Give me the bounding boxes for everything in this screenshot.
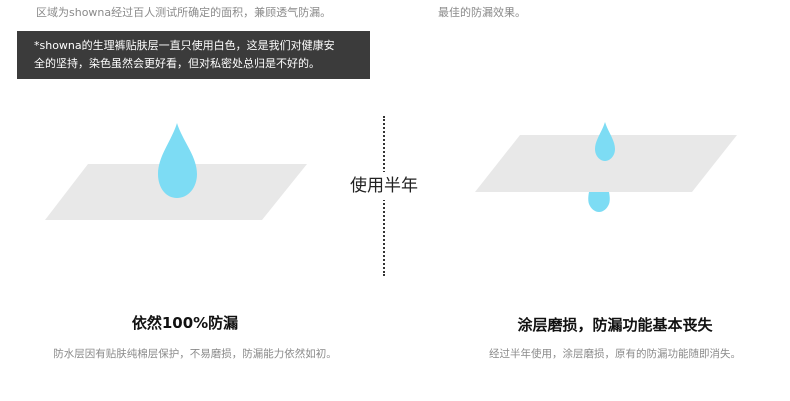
water-drop-leaking-right bbox=[588, 192, 610, 212]
intro-text-right: 最佳的防漏效果。 bbox=[438, 6, 526, 19]
left-panel-description: 防水层因有贴肤纯棉层保护，不易磨损，防漏能力依然如初。 bbox=[53, 348, 337, 360]
fabric-sheet-right bbox=[475, 135, 737, 192]
illustration-intact-layer bbox=[45, 123, 307, 220]
right-panel-description: 经过半年使用，涂层磨损，原有的防漏功能随即消失。 bbox=[489, 348, 741, 360]
illustration-worn-layer bbox=[475, 122, 737, 212]
divider-label: 使用半年 bbox=[342, 172, 426, 200]
right-panel-title: 涂层磨损，防漏功能基本丧失 bbox=[517, 316, 713, 334]
water-drop-top-right bbox=[595, 122, 615, 161]
intro-text-left: 区域为showna经过百人测试所确定的面积，兼顾透气防漏。 bbox=[36, 6, 332, 19]
note-box: *showna的生理裤贴肤层一直只使用白色，这是我们对健康安 全的坚持，染色虽然… bbox=[17, 31, 370, 79]
water-drop-left bbox=[158, 123, 197, 198]
left-panel-title: 依然100%防漏 bbox=[131, 314, 239, 332]
note-line-1: *showna的生理裤贴肤层一直只使用白色，这是我们对健康安 bbox=[34, 39, 335, 52]
note-line-2: 全的坚持，染色虽然会更好看，但对私密处总归是不好的。 bbox=[34, 57, 320, 70]
